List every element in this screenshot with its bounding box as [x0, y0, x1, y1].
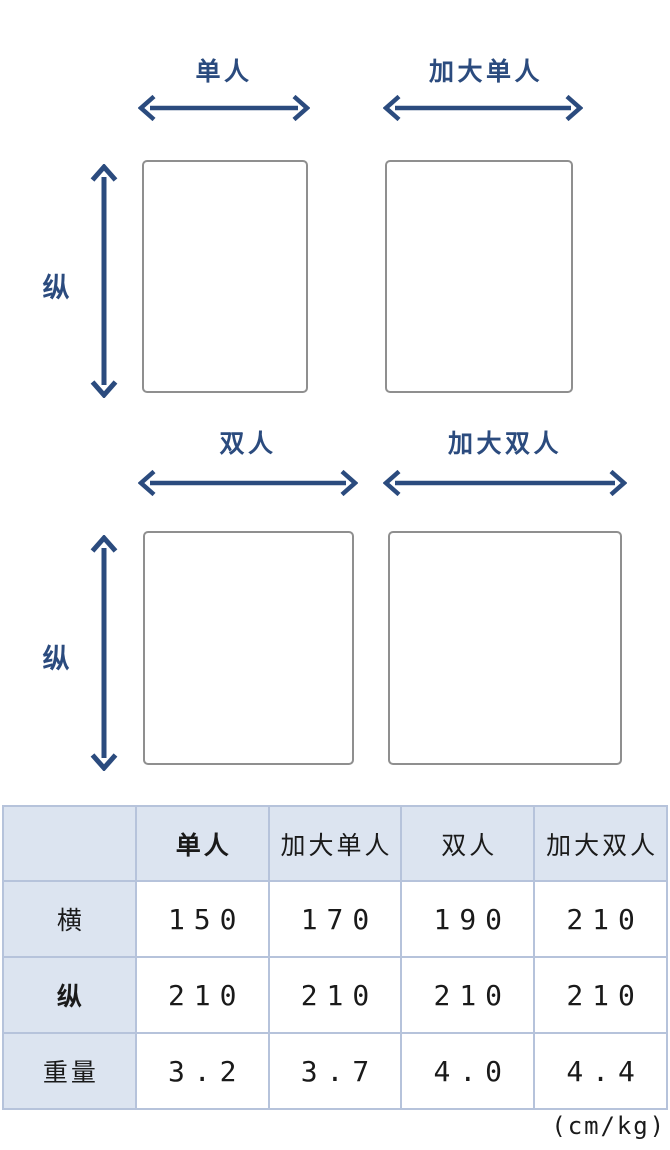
row-header-width: 横 [2, 880, 137, 958]
table-cell: 210 [134, 956, 270, 1034]
table-cell: 210 [533, 880, 668, 958]
length-arrow-bottom-icon [90, 535, 118, 771]
table-cell: 4.4 [533, 1032, 668, 1110]
table-cell: 150 [134, 880, 270, 958]
table-cell: 210 [533, 956, 668, 1034]
width-arrow-single-xl-icon [383, 94, 583, 122]
table-header-row: 单人 加大单人 双人 加大双人 [2, 805, 668, 882]
size-table: 单人 加大单人 双人 加大双人 横 150 170 190 210 纵 210 … [2, 805, 668, 1110]
width-arrow-double-icon [138, 469, 358, 497]
bed-label-double: 双人 [219, 429, 277, 458]
table-row-weight: 重量 3.2 3.7 4.0 4.4 [2, 1032, 668, 1110]
row-header-weight: 重量 [2, 1032, 137, 1110]
bed-rect-double [143, 531, 354, 765]
table-row-width: 横 150 170 190 210 [2, 880, 668, 958]
bed-label-single-xl: 加大单人 [428, 57, 544, 86]
length-label-bottom: 纵 [42, 644, 70, 675]
width-arrow-single-icon [138, 94, 310, 122]
table-cell: 190 [400, 880, 536, 958]
table-row-length: 纵 210 210 210 210 [2, 956, 668, 1034]
col-header-single-xl: 加大单人 [267, 805, 403, 882]
row-header-length: 纵 [2, 956, 137, 1034]
table-cell: 170 [267, 880, 403, 958]
units-note: (cm/kg) [551, 1112, 666, 1140]
bed-rect-single-xl [385, 160, 573, 393]
col-header-double-xl: 加大双人 [533, 805, 668, 882]
table-cell: 4.0 [400, 1032, 536, 1110]
bed-rect-double-xl [388, 531, 622, 765]
length-label-top: 纵 [42, 273, 70, 304]
col-header-single: 单人 [134, 805, 270, 882]
col-header-double: 双人 [400, 805, 536, 882]
bed-label-single: 单人 [195, 57, 253, 86]
table-cell: 210 [400, 956, 536, 1034]
bed-rect-single [142, 160, 308, 393]
table-cell: 3.7 [267, 1032, 403, 1110]
length-arrow-top-icon [90, 164, 118, 398]
width-arrow-double-xl-icon [383, 469, 627, 497]
table-corner-cell [2, 805, 137, 882]
table-cell: 210 [267, 956, 403, 1034]
table-cell: 3.2 [134, 1032, 270, 1110]
bed-label-double-xl: 加大双人 [447, 429, 563, 458]
